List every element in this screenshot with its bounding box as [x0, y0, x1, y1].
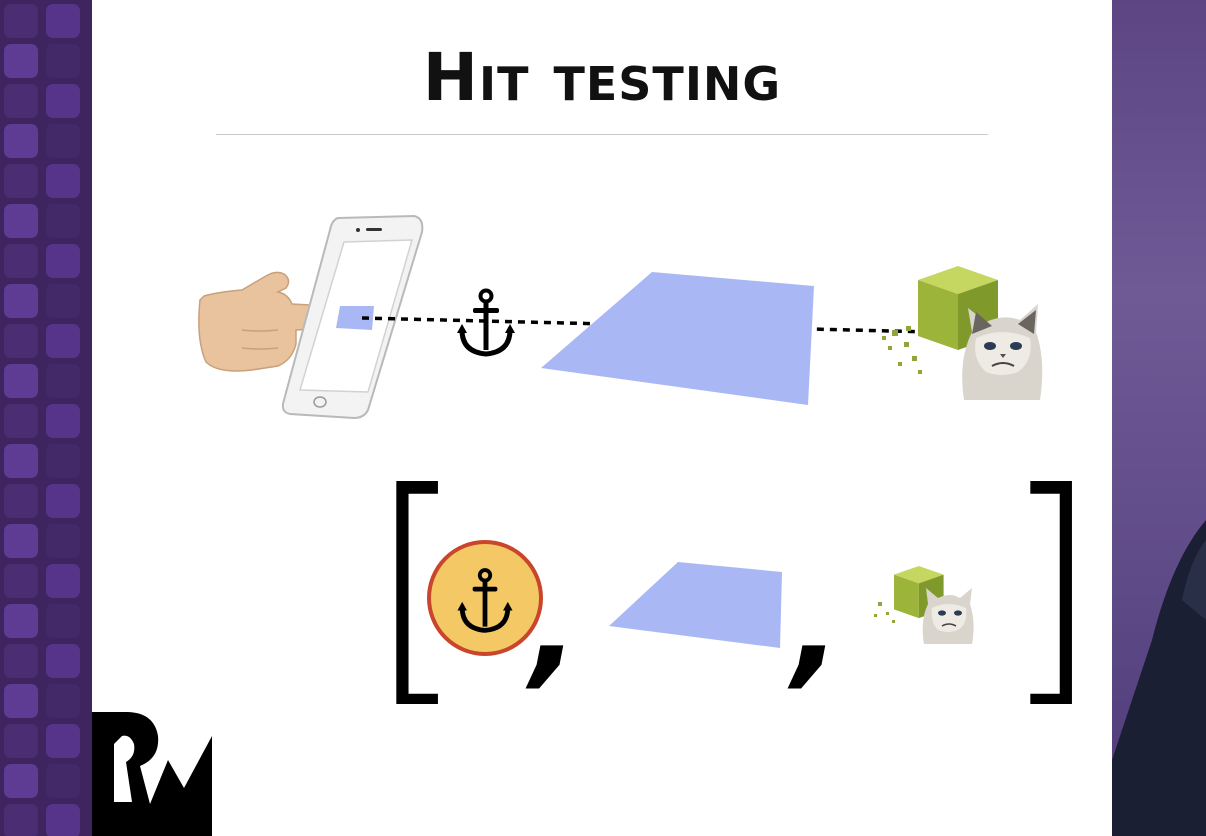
backdrop-tile	[4, 324, 38, 358]
array-close-bracket: ]	[1002, 439, 1100, 730]
backdrop-tile	[46, 684, 80, 718]
backdrop-tile	[46, 204, 80, 238]
backdrop-tile	[46, 524, 80, 558]
array-separator: ,	[530, 549, 580, 701]
backdrop-tile	[4, 444, 38, 478]
backdrop-tile	[4, 284, 38, 318]
backdrop-tile	[4, 404, 38, 438]
left-tile-backdrop	[0, 0, 92, 836]
backdrop-tile	[46, 404, 80, 438]
backdrop-tile	[46, 444, 80, 478]
backdrop-tile	[46, 4, 80, 38]
backdrop-tile	[4, 4, 38, 38]
backdrop-tile	[46, 284, 80, 318]
backdrop-tile	[46, 164, 80, 198]
backdrop-tile	[46, 644, 80, 678]
backdrop-tile	[4, 204, 38, 238]
touch-point	[336, 306, 374, 330]
hit-test-ray	[361, 316, 933, 334]
backdrop-tile	[4, 124, 38, 158]
backdrop-tile	[46, 604, 80, 638]
backdrop-tile	[46, 44, 80, 78]
backdrop-tile	[46, 364, 80, 398]
backdrop-tile	[46, 324, 80, 358]
backdrop-tile	[46, 84, 80, 118]
backdrop-tile	[4, 244, 38, 278]
presentation-slide: Hit testing	[92, 0, 1112, 836]
rw-logo	[92, 712, 212, 836]
backdrop-tile	[4, 724, 38, 758]
backdrop-tile	[4, 764, 38, 798]
stage-backdrop	[1112, 0, 1206, 836]
plane-result	[609, 562, 782, 648]
slide-title: Hit testing	[422, 39, 782, 116]
backdrop-tile	[46, 764, 80, 798]
backdrop-tile	[46, 804, 80, 836]
backdrop-tile	[46, 724, 80, 758]
backdrop-tile	[4, 524, 38, 558]
backdrop-tile	[4, 44, 38, 78]
backdrop-tile	[4, 364, 38, 398]
grumpy-cat-icon	[962, 304, 1043, 400]
anchor-result-badge	[427, 540, 543, 656]
backdrop-tile	[4, 604, 38, 638]
backdrop-tile	[4, 484, 38, 518]
backdrop-tile	[4, 84, 38, 118]
backdrop-tile	[46, 564, 80, 598]
backdrop-tile	[46, 124, 80, 158]
presenter-silhouette	[1112, 520, 1206, 836]
hit-test-diagram	[92, 214, 1043, 836]
backdrop-tile	[4, 804, 38, 836]
array-open-bracket: [	[368, 439, 466, 730]
cube-cat-result	[874, 566, 974, 644]
detected-plane	[541, 272, 814, 405]
backdrop-tile	[46, 244, 80, 278]
backdrop-tile	[4, 644, 38, 678]
backdrop-tile	[46, 484, 80, 518]
green-cube-icon	[882, 266, 998, 374]
array-separator: ,	[792, 549, 842, 701]
backdrop-tile	[4, 164, 38, 198]
backdrop-tile	[4, 684, 38, 718]
backdrop-tile	[4, 564, 38, 598]
title-divider	[216, 134, 988, 135]
